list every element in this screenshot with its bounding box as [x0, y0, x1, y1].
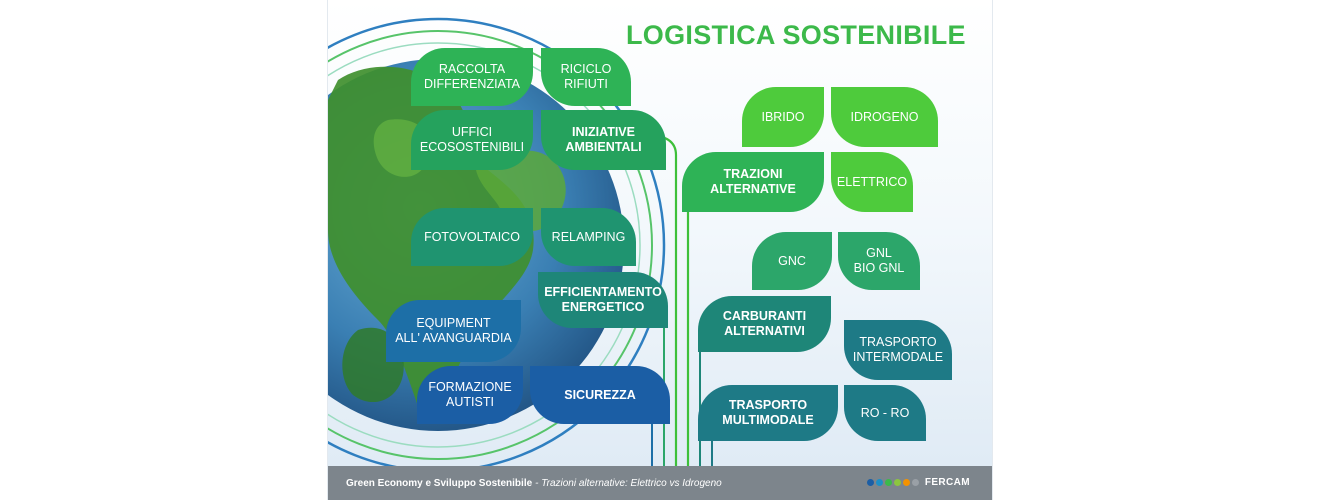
logo-dot-icon — [884, 479, 892, 486]
leaf-iniziative-ambientali: INIZIATIVE AMBIENTALI — [541, 110, 666, 170]
leaf-gnl-bio-gnl: GNL BIO GNL — [838, 232, 920, 290]
leaf-fotovoltaico: FOTOVOLTAICO — [411, 208, 533, 266]
leaf-trasporto-multimodale: TRASPORTO MULTIMODALE — [698, 385, 838, 441]
ring-inner-icon — [328, 42, 641, 448]
leaf-carburanti-alternativi: CARBURANTI ALTERNATIVI — [698, 296, 831, 352]
leaf-relamping: RELAMPING — [541, 208, 636, 266]
logo-dot-icon — [902, 479, 910, 486]
leaf-equipment-avanguardia: EQUIPMENT ALL' AVANGUARDIA — [386, 300, 521, 362]
leaf-idrogeno: IDROGENO — [831, 87, 938, 147]
logo-text: FERCAM — [924, 477, 970, 488]
leaf-raccolta-differenziata: RACCOLTA DIFFERENZIATA — [411, 48, 533, 106]
leaf-efficientamento-energetico: EFFICIENTAMENTO ENERGETICO — [538, 272, 668, 328]
leaf-trasporto-intermodale: TRASPORTO INTERMODALE — [844, 320, 952, 380]
leaf-formazione-autisti: FORMAZIONE AUTISTI — [417, 366, 523, 424]
logo-dot-icon — [875, 479, 883, 486]
leaf-sicurezza: SICUREZZA — [530, 366, 670, 424]
ring-outer-icon — [328, 17, 666, 466]
ring-middle-icon — [328, 30, 653, 460]
leaf-elettrico: ELETTRICO — [831, 152, 913, 212]
slide: LOGISTICA SOSTENIBILE RACCOLTA DIFFERENZ… — [327, 0, 993, 500]
leaf-trazioni-alternative: TRAZIONI ALTERNATIVE — [682, 152, 824, 212]
leaf-riciclo-rifiuti: RICICLO RIFIUTI — [541, 48, 631, 106]
leaf-ro-ro: RO - RO — [844, 385, 926, 441]
slide-footer: Green Economy e Sviluppo Sostenibile - T… — [328, 466, 992, 500]
logo-dot-icon — [911, 479, 919, 486]
leaf-gnc: GNC — [752, 232, 832, 290]
fercam-logo: FERCAM — [866, 477, 970, 488]
leaf-uffici-ecosostenibili: UFFICI ECOSOSTENIBILI — [411, 110, 533, 170]
slide-title: LOGISTICA SOSTENIBILE — [626, 20, 966, 50]
logo-dot-icon — [866, 479, 874, 486]
footer-title: Green Economy e Sviluppo Sostenibile — [346, 477, 533, 489]
logo-dot-icon — [893, 479, 901, 486]
leaf-ibrido: IBRIDO — [742, 87, 824, 147]
footer-subtitle: - Trazioni alternative: Elettrico vs Idr… — [535, 477, 722, 489]
